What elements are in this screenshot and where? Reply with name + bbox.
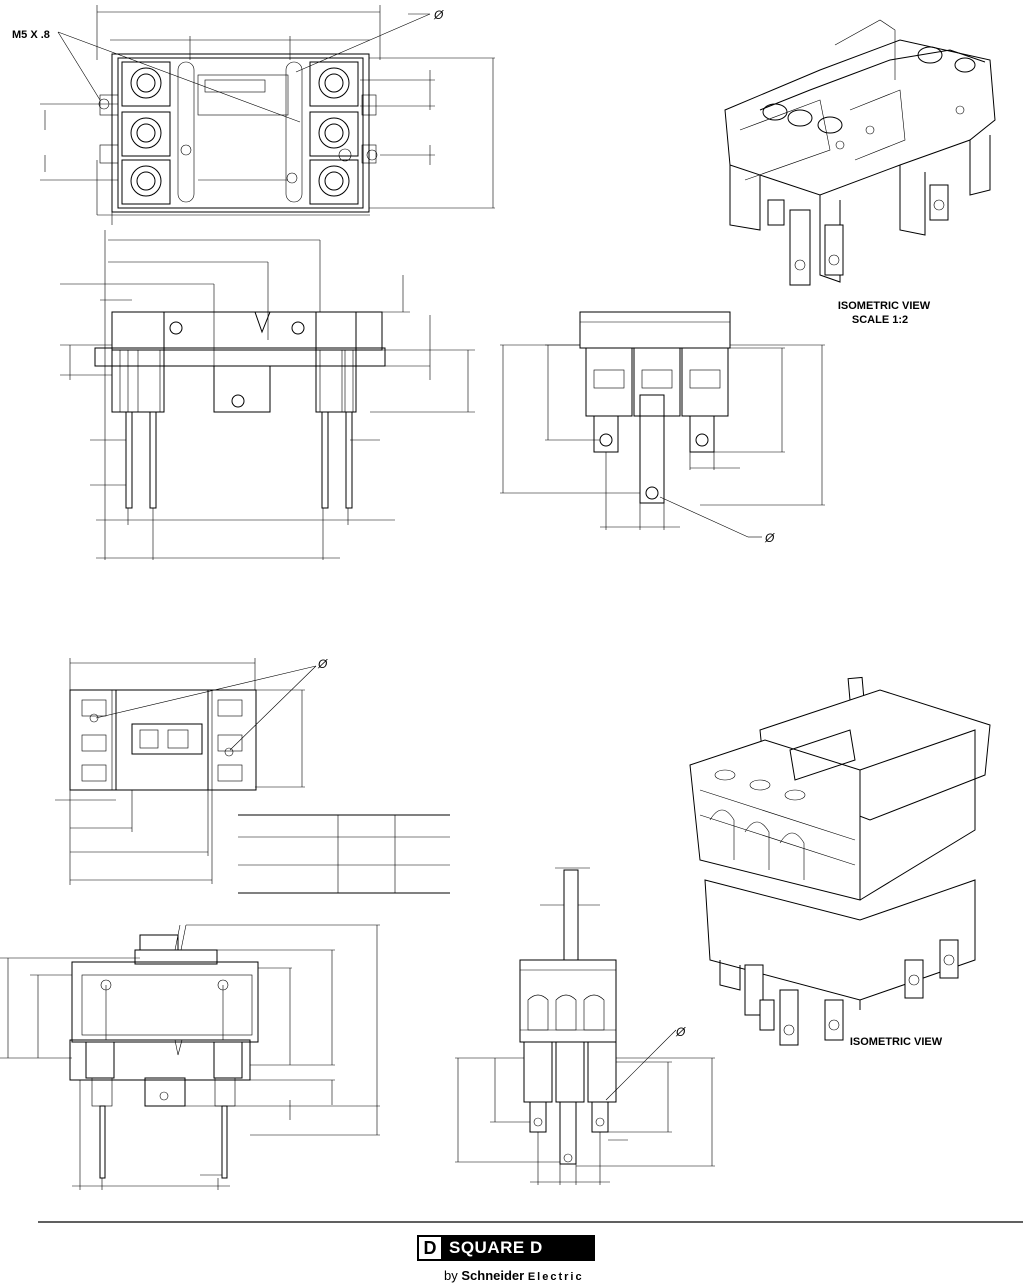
byline-electric: Electric [527,1271,584,1283]
iso-view-title: ISOMETRIC VIEW [850,1036,943,1048]
schneider-byline: by Schneider Electric [444,1268,584,1283]
isometric-view-breaker-assembly: ISOMETRIC VIEW [689,676,991,1048]
dimension-table [238,814,450,894]
diameter-symbol-side: Ø [764,531,775,545]
terminal-right-1 [309,61,359,107]
terminal-left-3 [121,159,171,205]
logo-wordmark: SQUARE D [449,1238,543,1257]
terminal-right-3 [309,159,359,205]
iso-view-scale-label: SCALE 1:2 [852,314,908,326]
byline-schneider: Schneider [461,1268,525,1283]
isometric-view-terminal-base: ISOMETRIC VIEW SCALE 1:2 [724,19,996,326]
terminal-left-2 [121,111,171,157]
diameter-symbol-top: Ø [433,8,444,22]
thread-callout: M5 X .8 [12,29,50,41]
iso-view-scaled-title: ISOMETRIC VIEW [838,300,931,312]
square-d-logo: D SQUARE D [417,1235,595,1261]
terminal-right-2 [309,111,359,157]
lower-side-view [455,867,715,1185]
lower-front-view [0,924,380,1190]
diameter-symbol-plan: Ø [317,657,328,671]
logo-d-mark: D [419,1237,441,1259]
lower-plan-view [55,658,317,885]
diameter-symbol-lower: Ø [675,1025,686,1039]
terminal-left-1 [121,61,171,107]
front-view [60,230,475,560]
side-view [500,311,825,538]
top-view-plan [40,5,495,225]
byline-by: by [444,1268,458,1283]
